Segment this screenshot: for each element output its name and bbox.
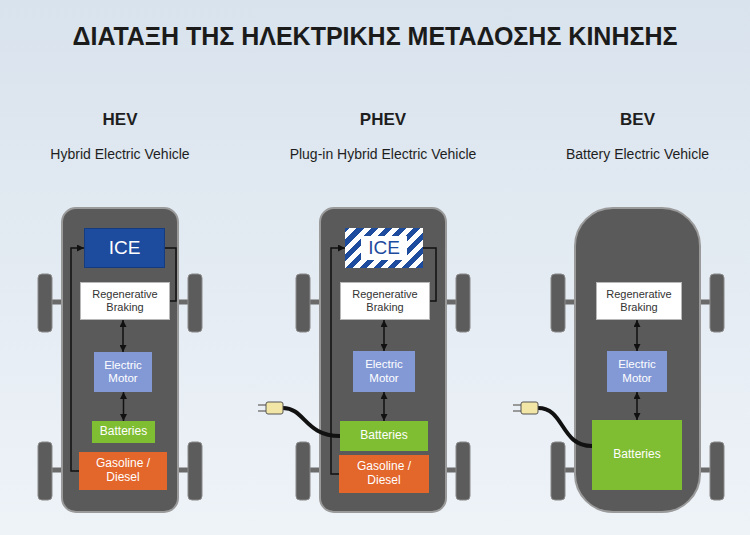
- wheel: [296, 274, 310, 332]
- diagram-title: ΔΙΑΤΑΞΗ ΤΗΣ ΗΛΕΚΤΡΙΚΗΣ ΜΕΤΑΔΟΣΗΣ ΚΙΝΗΣΗΣ: [72, 22, 677, 51]
- vehicle-layout: PHEVPlug-in Hybrid Electric VehicleICERe…: [320, 208, 446, 512]
- box-label: Regenerative Braking: [601, 288, 677, 313]
- box-label: Electric Motor: [611, 358, 663, 384]
- vehicle-subtitle: Hybrid Electric Vehicle: [50, 146, 189, 162]
- plug-prong: [258, 404, 266, 406]
- wheel: [38, 442, 52, 500]
- battery-box: Batteries: [340, 421, 428, 451]
- plug-body: [266, 402, 283, 414]
- plug-prong: [513, 410, 521, 412]
- car-body: [62, 208, 178, 512]
- title-bar: ΔΙΑΤΑΞΗ ΤΗΣ ΗΛΕΚΤΡΙΚΗΣ ΜΕΤΑΔΟΣΗΣ ΚΙΝΗΣΗΣ: [0, 22, 750, 51]
- power-flow-line: [383, 392, 385, 421]
- vehicle-subtitle: Battery Electric Vehicle: [566, 146, 709, 162]
- car-body: [320, 208, 446, 512]
- vehicle-layout: BEVBattery Electric VehicleRegenerative …: [575, 208, 700, 512]
- engine-box: ICE: [84, 228, 165, 268]
- vehicle-subtitle: Plug-in Hybrid Electric Vehicle: [290, 146, 477, 162]
- hev-chassis: [38, 208, 202, 512]
- box-label: Batteries: [100, 425, 147, 439]
- fuel-tank-box: Gasoline / Diesel: [79, 452, 167, 490]
- box-label: Electric Motor: [98, 359, 148, 385]
- box-label: Batteries: [613, 448, 660, 462]
- vehicle-layout: HEVHybrid Electric VehicleICERegenerativ…: [62, 208, 178, 512]
- plug-prong: [258, 410, 266, 412]
- box-label: ICE: [361, 236, 407, 260]
- motor-box: Electric Motor: [353, 351, 415, 392]
- wheel: [456, 274, 470, 332]
- motor-box: Electric Motor: [607, 351, 667, 392]
- box-label: ICE: [109, 237, 141, 259]
- power-flow-line: [122, 320, 124, 352]
- car-body: [575, 208, 700, 512]
- battery-box: Batteries: [92, 421, 155, 443]
- wheel: [551, 274, 565, 332]
- engine-box-optional: ICE: [345, 228, 423, 268]
- wheel: [551, 442, 565, 500]
- box-label: Regenerative Braking: [85, 288, 165, 313]
- wheel: [296, 442, 310, 500]
- wheel: [456, 442, 470, 500]
- power-flow-line: [636, 320, 638, 351]
- bev-chassis: [551, 208, 724, 512]
- vehicle-type: PHEV: [360, 110, 406, 130]
- box-label: Batteries: [360, 429, 407, 443]
- plug-prong: [513, 404, 521, 406]
- vehicle-type: HEV: [103, 110, 138, 130]
- wheel: [710, 274, 724, 332]
- power-flow-line: [123, 392, 125, 421]
- box-label: Electric Motor: [357, 358, 411, 384]
- charge-cable: [538, 408, 592, 446]
- wheel: [38, 274, 52, 332]
- power-flow-line: [383, 320, 385, 351]
- fuel-tank-box: Gasoline / Diesel: [339, 455, 429, 493]
- plug-body: [521, 402, 538, 414]
- wheel: [710, 442, 724, 500]
- box-label: Gasoline / Diesel: [343, 460, 425, 488]
- box-label: Regenerative Braking: [345, 288, 425, 313]
- vehicle-type: BEV: [620, 110, 655, 130]
- bev-charge-plug: [513, 402, 592, 446]
- battery-box: Batteries: [592, 420, 682, 490]
- power-flow-line: [636, 392, 638, 420]
- phev-charge-plug: [258, 402, 340, 436]
- regen-braking-box: Regenerative Braking: [80, 282, 170, 320]
- motor-box: Electric Motor: [94, 352, 152, 392]
- regen-braking-box: Regenerative Braking: [340, 282, 430, 320]
- wheel: [188, 274, 202, 332]
- box-label: Gasoline / Diesel: [83, 457, 163, 485]
- wheel: [188, 442, 202, 500]
- regen-braking-box: Regenerative Braking: [596, 282, 682, 320]
- phev-chassis: [296, 208, 470, 512]
